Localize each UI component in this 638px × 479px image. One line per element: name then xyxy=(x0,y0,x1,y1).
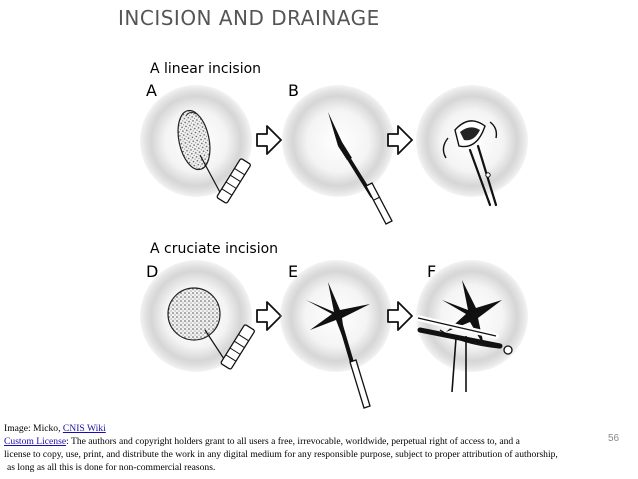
custom-license-link[interactable]: Custom License xyxy=(4,436,67,447)
panel-b-illustration xyxy=(282,85,394,225)
arrow-icon xyxy=(256,125,282,155)
panel-d-illustration xyxy=(140,260,255,372)
panel-label-e: E xyxy=(288,262,298,281)
arrow-icon xyxy=(387,301,413,331)
image-source-line: Image: Micko, CNIS Wiki xyxy=(4,422,634,435)
panel-label-d: D xyxy=(146,262,158,281)
license-line-2: license to copy, use, print, and distrib… xyxy=(4,449,558,460)
panel-c-illustration xyxy=(416,85,528,207)
image-source-prefix: Image: Micko, xyxy=(4,423,63,434)
incision-drainage-diagram: A linear incision A cruciate incision A … xyxy=(140,61,528,409)
panel-f-illustration xyxy=(415,260,528,393)
page-number: 56 xyxy=(608,433,620,444)
panel-label-b: B xyxy=(288,81,299,100)
license-text-1: : The authors and copyright holders gran… xyxy=(66,436,520,447)
panel-a-illustration xyxy=(140,85,252,204)
cruciate-incision-heading: A cruciate incision xyxy=(150,241,278,257)
arrow-icon xyxy=(387,125,413,155)
linear-incision-heading: A linear incision xyxy=(150,61,261,77)
panel-e-illustration xyxy=(280,260,392,409)
panel-label-f: F xyxy=(427,262,436,281)
arrow-icon xyxy=(256,301,282,331)
slide-title: INCISION AND DRAINAGE xyxy=(118,6,380,30)
license-line-1: Custom License: The authors and copyrigh… xyxy=(4,435,634,448)
panel-label-a: A xyxy=(146,81,157,100)
image-credit-caption: Image: Micko, CNIS Wiki Custom License: … xyxy=(4,422,634,474)
cnis-wiki-link[interactable]: CNIS Wiki xyxy=(62,423,106,434)
license-line-3: as long as all this is done for non-comm… xyxy=(7,462,216,473)
